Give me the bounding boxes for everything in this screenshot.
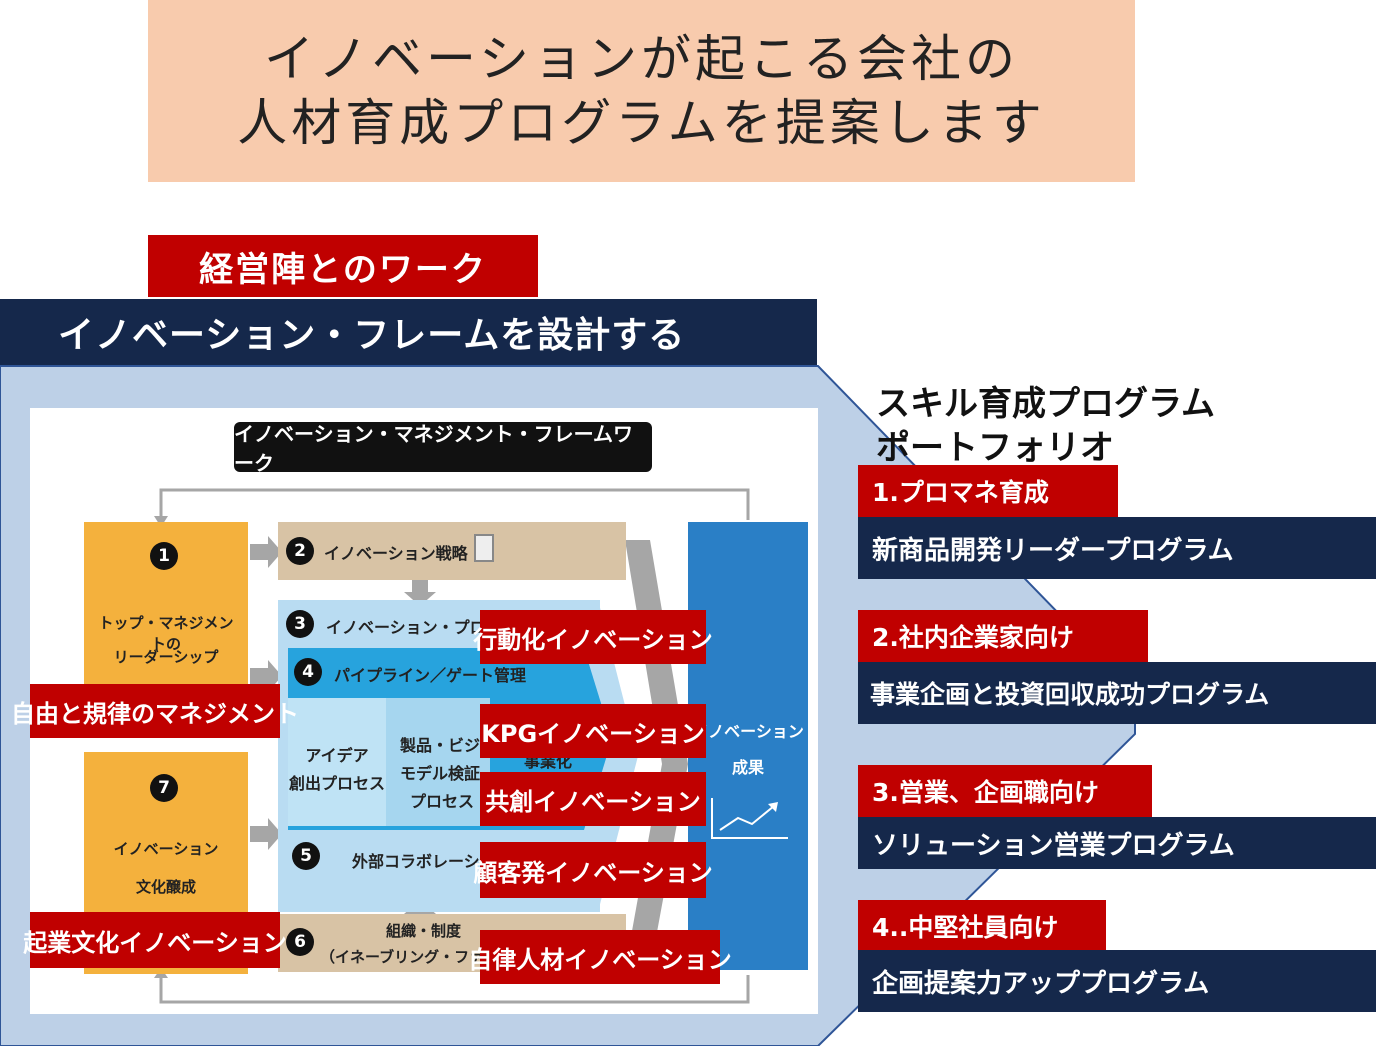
idea-line-1: アイデア	[305, 746, 369, 765]
overlay-startup-culture: 起業文化イノベーション	[23, 912, 287, 968]
program-2-name: 事業企画と投資回収成功プログラム	[858, 662, 1376, 724]
model-box: 製品・ビジ モデル検証 プロセス	[386, 698, 490, 826]
model-line-2: モデル検証	[400, 764, 481, 783]
overlay-cocreation-innovation: 共創イノベーション	[480, 772, 706, 826]
innovation-result-box: イノベーション 成果	[688, 522, 808, 970]
step-7-badge: 7	[150, 774, 178, 802]
program-4-name: 企画提案力アッププログラム	[858, 950, 1376, 1012]
portfolio-heading-line-2: ポートフォリオ	[876, 428, 1114, 468]
overlay-autonomous-talent: 自律人材イノベーション	[468, 930, 732, 984]
strategy-label: イノベーション戦略	[324, 544, 468, 563]
idea-box: アイデア 創出プロセス	[288, 698, 386, 826]
document-icon	[474, 534, 494, 562]
title-banner: イノベーションが起こる会社の 人材育成プログラムを提案します	[148, 0, 1135, 182]
step-1-badge: 1	[150, 542, 178, 570]
framework-design-header: イノベーション・フレームを設計する	[0, 299, 817, 365]
step-5-badge: 5	[292, 842, 320, 870]
program-4-tag: 4..中堅社員向け	[858, 900, 1106, 952]
step-3-badge: 3	[286, 610, 314, 638]
title-line-2: 人材育成プログラムを提案します	[237, 94, 1046, 152]
process-label: イノベーション・プロ	[326, 618, 486, 637]
overlay-kpg-innovation: KPGイノベーション	[480, 704, 706, 758]
step-4-badge: 4	[294, 658, 322, 686]
overlay-action-innovation: 行動化イノベーション	[473, 610, 713, 664]
model-line-3: プロセス	[410, 792, 475, 811]
idea-line-2: 創出プロセス	[288, 774, 385, 793]
strategy-box: 2 イノベーション戦略	[278, 522, 626, 580]
organization-line-1: 組織・制度	[386, 922, 462, 940]
framework-title: イノベーション・マネジメント・フレームワーク	[234, 422, 652, 475]
result-line-1: イノベーション	[692, 722, 804, 741]
collaboration-label: 外部コラボレーショ	[352, 852, 496, 871]
framework-title-text: イノベーション・マネジメント・フレームワーク	[234, 422, 633, 475]
result-line-2: 成果	[731, 758, 764, 777]
model-line-1: 製品・ビジ	[400, 736, 481, 755]
leadership-line-2: リーダーシップ	[113, 648, 219, 666]
step-2-badge: 2	[286, 537, 314, 565]
executive-work-label: 経営陣とのワーク	[199, 249, 487, 290]
overlay-customer-innovation: 顧客発イノベーション	[473, 842, 713, 898]
title-line-1: イノベーションが起こる会社の	[264, 30, 1019, 88]
culture-line-2: 文化醸成	[135, 878, 196, 896]
executive-work-tag: 経営陣とのワーク	[148, 235, 538, 297]
program-3-tag: 3.営業、企画職向け	[858, 765, 1152, 817]
program-1-tag: 1.プロマネ育成	[858, 465, 1118, 517]
framework-design-label: イノベーション・フレームを設計する	[58, 315, 686, 356]
overlay-freedom-discipline: 自由と規律のマネジメント	[11, 684, 299, 738]
pipeline-label: パイプライン／ゲート管理	[334, 666, 527, 685]
organization-line-2: （イネーブリング・ファ	[320, 948, 485, 966]
program-3-name: ソリューション営業プログラム	[858, 817, 1376, 869]
growth-chart-icon	[711, 798, 788, 839]
step-6-badge: 6	[286, 928, 314, 956]
program-2-tag: 2.社内企業家向け	[858, 610, 1148, 662]
leadership-line-1: トップ・マネジメントの	[98, 614, 234, 653]
portfolio-heading-line-1: スキル育成プログラム	[876, 384, 1215, 424]
program-1-name: 新商品開発リーダープログラム	[858, 517, 1376, 579]
culture-line-1: イノベーション	[113, 840, 219, 858]
